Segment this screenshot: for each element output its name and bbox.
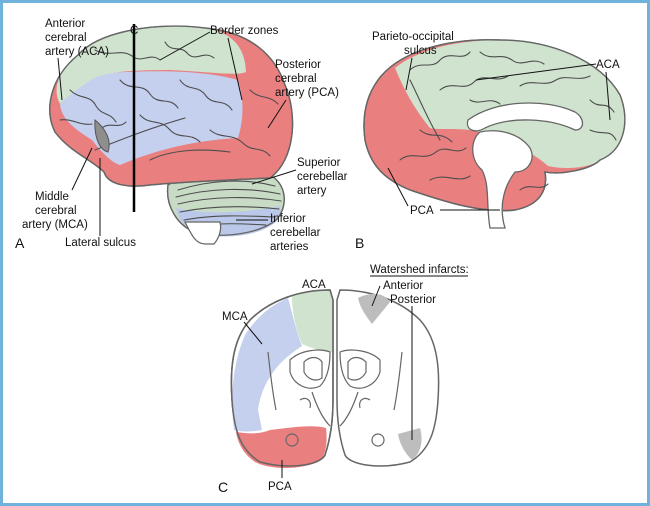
parieto-occipital-sulcus-line [409, 79, 441, 141]
right-hemisphere [336, 289, 440, 467]
aca-territory-lateral [56, 26, 247, 104]
panel-b-letter: B [355, 235, 364, 251]
mca-territory-coronal [232, 298, 302, 432]
panel-a-lateral-brain: C Anterior cerebral artery (ACA) Border … [15, 18, 351, 253]
lateral-sulcus-label: Lateral sulcus [65, 237, 136, 249]
pca-label-b: PCA [410, 205, 434, 217]
mca-label-c: MCA [222, 311, 248, 323]
aca-leader-b-1 [475, 63, 597, 81]
cut-line-label: C [130, 25, 138, 37]
corpus-callosum [466, 102, 584, 132]
aca-label-a: Anterior cerebral artery (ACA) [45, 18, 109, 58]
border-zones-leader-1 [159, 31, 211, 61]
pca-label-c: PCA [268, 481, 292, 493]
border-zones-label: Border zones [210, 25, 279, 37]
cerebellum [166, 168, 285, 237]
watershed-posterior-zone [398, 428, 422, 460]
mca-label-a: Middle cerebral artery (MCA) [22, 191, 88, 231]
pca-leader-a [267, 99, 287, 129]
brainstem [183, 221, 222, 245]
insula [94, 119, 110, 153]
watershed-anterior-label: Anterior [383, 280, 423, 292]
border-zones-leader-2 [227, 37, 243, 101]
panel-a-letter: A [15, 235, 25, 251]
aca-leader-a [57, 57, 63, 101]
pca-territory-coronal [236, 426, 327, 468]
inferior-cerebellar-label: Inferior cerebellar arteries [270, 213, 324, 253]
mca-leader-a [71, 147, 93, 191]
superior-cerebellar-leader [251, 169, 297, 185]
panel-b-medial-brain: Parieto-occipital sulcus ACA PCA B [355, 31, 626, 251]
parieto-occipital-leader [405, 57, 413, 91]
aca-territory-coronal [292, 290, 332, 352]
pca-leader-b-1 [387, 167, 409, 207]
panel-c-letter: C [218, 479, 228, 495]
watershed-anterior-zone [358, 293, 390, 324]
superior-cerebellar-label: Superior cerebellar artery [297, 157, 351, 197]
aca-label-b: ACA [596, 59, 620, 71]
parieto-occipital-label: Parieto-occipital sulcus [372, 31, 457, 57]
panel-c-coronal-section: ACA MCA PCA Watershed infarcts: Anterior… [218, 264, 469, 495]
watershed-posterior-label: Posterior [390, 294, 436, 306]
aca-label-c: ACA [302, 279, 326, 291]
aca-leader-b-2 [605, 71, 611, 121]
thalamus-brainstem [472, 130, 533, 229]
pca-label-a: Posterior cerebral artery (PCA) [275, 59, 339, 99]
mca-leader-c [243, 321, 263, 345]
deep-structures [267, 349, 403, 447]
anterior-leader [371, 285, 381, 307]
watershed-title: Watershed infarcts: [370, 264, 469, 276]
